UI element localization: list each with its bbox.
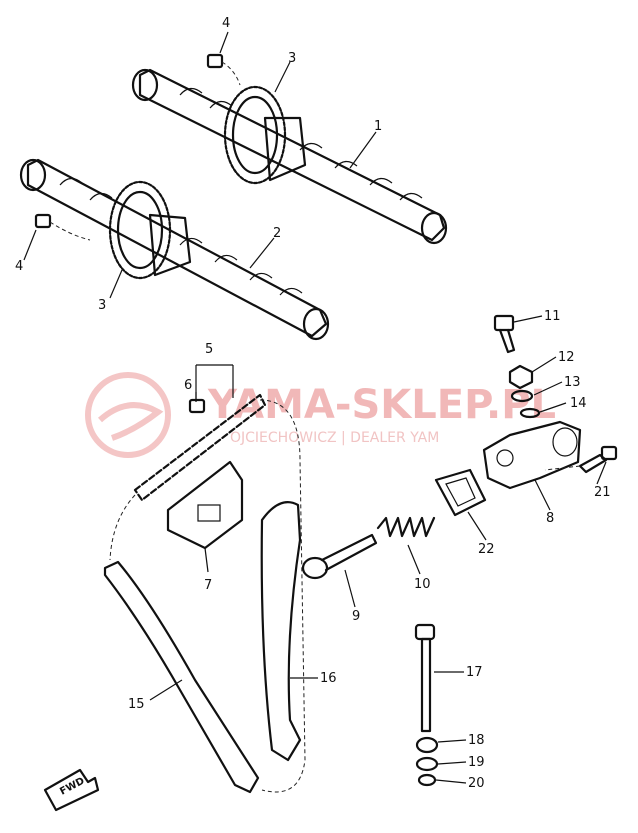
callout-21: 21 [594, 485, 611, 500]
callout-4-upper: 4 [222, 16, 230, 31]
callout-17: 17 [466, 665, 483, 680]
callout-2: 2 [273, 226, 281, 241]
callout-8: 8 [546, 511, 554, 526]
o-ring[interactable] [519, 407, 541, 419]
callout-1: 1 [374, 119, 382, 134]
cam-chain[interactable] [109, 393, 306, 793]
callout-3-lower: 3 [98, 298, 106, 313]
watermark-logo [85, 372, 171, 458]
callout-3-upper: 3 [288, 51, 296, 66]
callout-20: 20 [468, 776, 485, 791]
tensioner-guide[interactable] [260, 501, 302, 762]
tensioner-gasket[interactable] [434, 468, 487, 517]
fwd-badge: FWD [43, 768, 100, 812]
watermark-logo-mark [98, 402, 164, 441]
callout-13: 13 [564, 375, 581, 390]
callout-19: 19 [468, 755, 485, 770]
tensioner-body[interactable] [482, 420, 582, 490]
callout-14: 14 [570, 396, 587, 411]
callout-18: 18 [468, 733, 485, 748]
callout-11: 11 [544, 309, 561, 324]
cam-sprocket-lower[interactable] [108, 180, 192, 280]
chain-guide-top[interactable] [166, 460, 244, 550]
watermark: YAMA-SKLEP.PL OJCIECHOWICZ | DEALER YAM [85, 372, 556, 458]
callout-labels: 1 2 3 3 4 4 5 6 7 8 9 10 11 12 13 14 15 … [15, 16, 611, 791]
tensioner-mount-bolt[interactable] [544, 445, 618, 474]
tensioner-cap-bolt[interactable] [493, 314, 516, 354]
callout-15: 15 [128, 697, 145, 712]
camshaft-intake[interactable] [19, 158, 330, 341]
callout-22: 22 [478, 542, 495, 557]
chain-joint[interactable] [188, 398, 206, 414]
callout-5: 5 [205, 342, 213, 357]
callout-6: 6 [184, 378, 192, 393]
callout-12: 12 [558, 350, 575, 365]
tensioner-rod[interactable] [301, 533, 378, 580]
stopper-washer[interactable] [415, 756, 439, 772]
tensioner-spring[interactable] [376, 516, 436, 538]
stopper-collar[interactable] [415, 736, 439, 754]
callout-4-lower: 4 [15, 259, 23, 274]
stopper-ring[interactable] [417, 773, 437, 787]
sprocket-bolt-lower[interactable] [34, 213, 91, 241]
washer[interactable] [510, 389, 534, 403]
watermark-tagline: OJCIECHOWICZ | DEALER YAM [230, 430, 439, 446]
callout-16: 16 [320, 671, 337, 686]
chain-guide-rear[interactable] [103, 560, 260, 794]
lock-nut[interactable] [508, 364, 534, 390]
camshaft-exhaust[interactable] [131, 68, 448, 245]
guide-stopper-rod[interactable] [414, 623, 436, 733]
callout-9: 9 [352, 609, 360, 624]
callout-10: 10 [414, 577, 431, 592]
sprocket-bolt-upper[interactable] [206, 53, 241, 86]
watermark-brand: YAMA-SKLEP.PL [207, 382, 556, 428]
leader-lines [23, 31, 607, 784]
cam-sprocket-upper[interactable] [223, 85, 307, 185]
callout-7: 7 [204, 578, 212, 593]
